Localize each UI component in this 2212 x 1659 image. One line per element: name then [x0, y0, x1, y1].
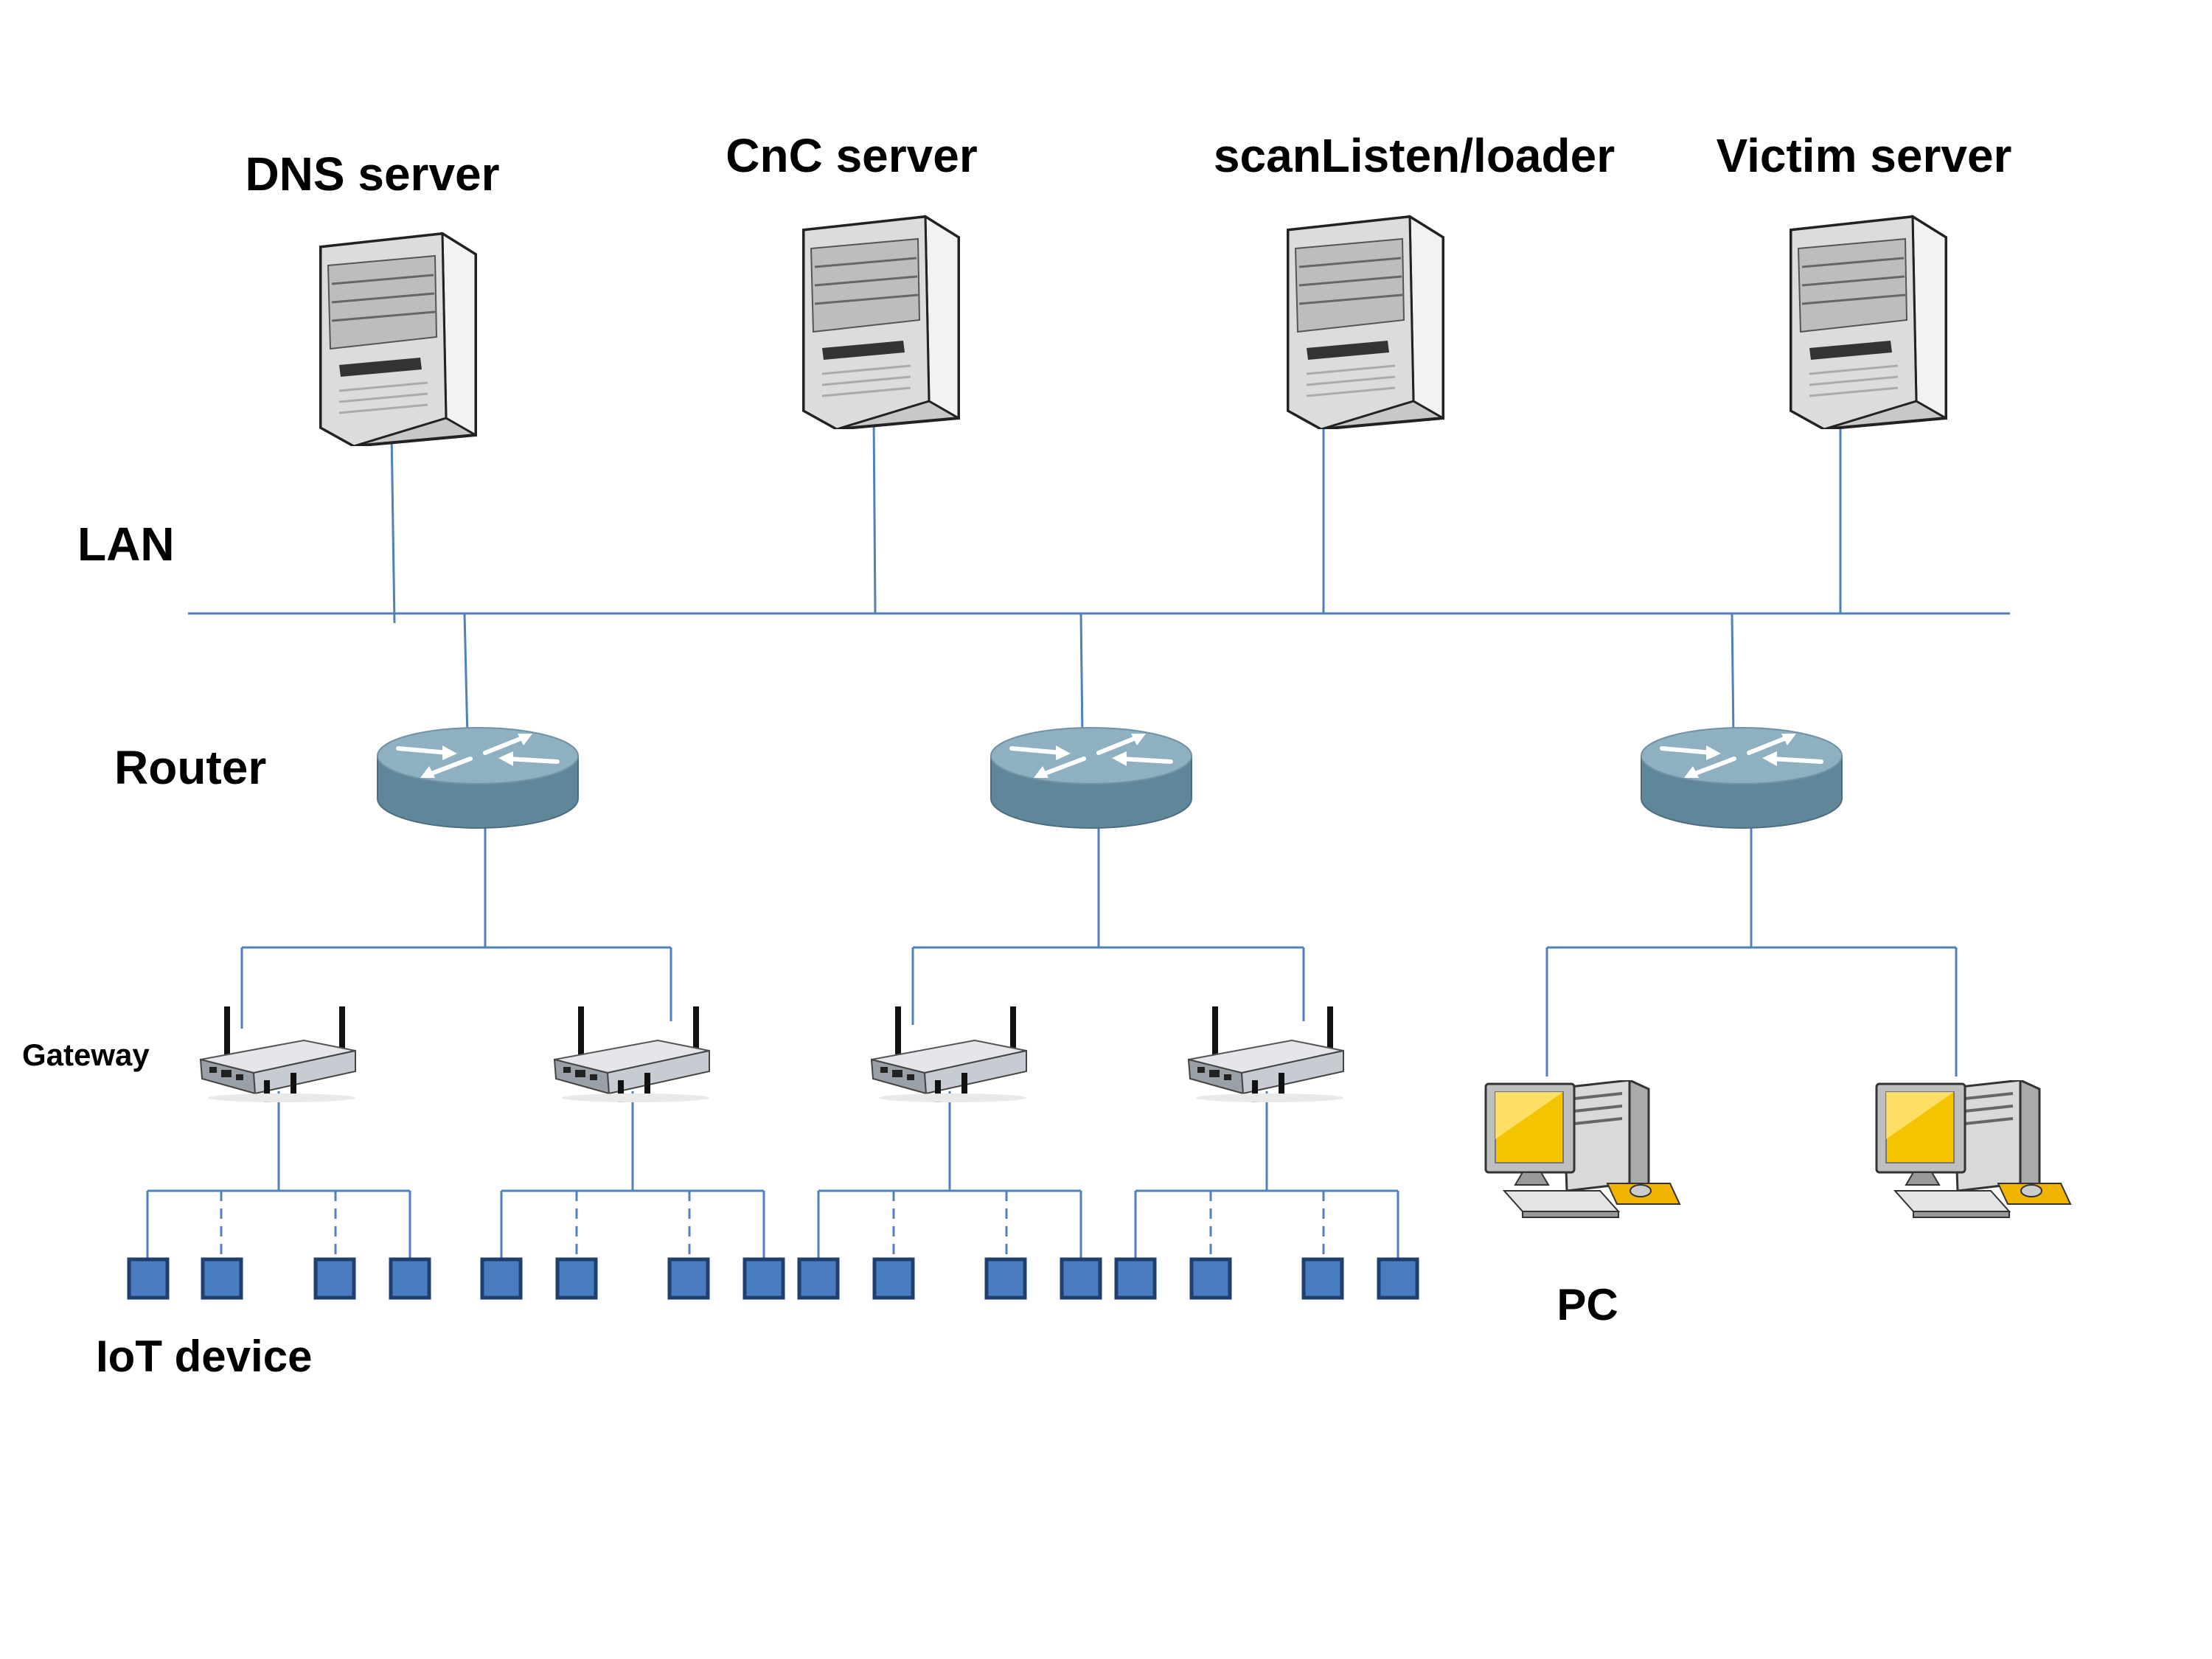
router-icon-2 [991, 728, 1192, 828]
victim-server-label: Victim server [1717, 129, 2012, 182]
router-3-uplink [1731, 613, 1735, 738]
iot-device-icon [984, 1257, 1027, 1300]
iot-device-icon [201, 1257, 243, 1300]
gateway-icon-2 [554, 1006, 710, 1102]
iot-device-icon [127, 1257, 170, 1300]
gateway-icon-4 [1188, 1006, 1344, 1102]
iot-device-icon [313, 1257, 356, 1300]
router-1-uplink [463, 613, 469, 738]
victim-server-icon [1790, 215, 1947, 429]
gateway-icon-1 [200, 1006, 356, 1102]
router-label: Router [114, 741, 266, 794]
router-icon-3 [1641, 728, 1842, 828]
router-icon-1 [378, 728, 578, 828]
scanlisten-server-label: scanListen/loader [1214, 129, 1615, 182]
iot-device-label: IoT device [96, 1332, 312, 1381]
iot-device-icon [797, 1257, 840, 1300]
lan-label: LAN [77, 518, 175, 571]
iot-device-icon [1301, 1257, 1344, 1300]
iot-device-icon [1377, 1257, 1419, 1300]
iot-device-icon [389, 1257, 431, 1300]
scanlisten-server-icon [1287, 215, 1444, 429]
cnc-server-icon [802, 215, 960, 429]
iot-device-icon [1114, 1257, 1157, 1300]
dns-server-label: DNS server [245, 147, 499, 201]
pc-label: PC [1557, 1280, 1618, 1329]
iot-devices [127, 1257, 1419, 1300]
iot-device-icon [872, 1257, 915, 1300]
cnc-server-link [872, 416, 877, 614]
pc-icon-1 [1484, 1080, 1681, 1219]
dns-server-icon [319, 232, 477, 446]
iot-device-icon [742, 1257, 785, 1300]
dns-server-link [390, 431, 396, 624]
cnc-server-label: CnC server [726, 129, 978, 182]
iot-device-icon [667, 1257, 710, 1300]
router-2-uplink [1079, 613, 1084, 738]
iot-device-icon [480, 1257, 523, 1300]
iot-device-icon [1060, 1257, 1102, 1300]
gateway-icon-3 [871, 1006, 1027, 1102]
iot-device-icon [555, 1257, 598, 1300]
connection-lines [146, 416, 2010, 1267]
gateway-label: Gateway [22, 1037, 150, 1072]
iot-device-icon [1189, 1257, 1232, 1300]
pc-icon-2 [1875, 1080, 2072, 1219]
